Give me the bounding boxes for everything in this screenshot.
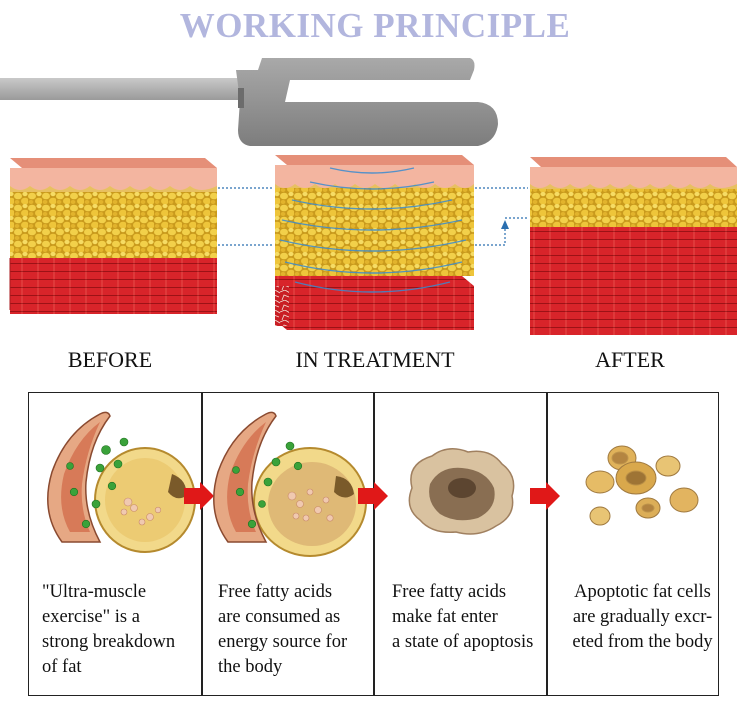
step3-illustration [408, 448, 515, 535]
arrow-right-icon [184, 482, 214, 510]
applicator-device [0, 58, 498, 146]
process-steps-illustration [47, 411, 699, 557]
step-caption-2: Free fatty acids are consumed as energy … [218, 582, 348, 677]
diagram-title: WORKING PRINCIPLE [179, 6, 571, 45]
step-caption-3: Free fatty acids make fat enter a state … [392, 582, 534, 652]
magnetic-waves [279, 167, 467, 293]
tissue-block-in-treatment [275, 155, 474, 330]
stage-label-before: BEFORE [67, 347, 153, 372]
tissue-block-after [530, 157, 737, 335]
arrow-right-icon [358, 482, 388, 510]
panel-divider [546, 392, 548, 696]
panel-divider [373, 392, 375, 696]
reduction-arrow-icon [501, 220, 509, 229]
panel-divider [201, 392, 203, 696]
arrow-right-icon [530, 482, 560, 510]
stage-label-after: AFTER [595, 347, 665, 372]
step4-illustration [585, 445, 699, 526]
step-caption-1: "Ultra-muscle exercise" is a strong brea… [42, 582, 176, 677]
step2-illustration [213, 411, 367, 557]
stage-label-in-treatment: IN TREATMENT [295, 347, 455, 372]
tissue-block-before [9, 158, 217, 314]
level-guide-lines [218, 187, 528, 246]
device-cable [0, 78, 240, 100]
device-handle [236, 58, 498, 146]
step1-illustration [47, 411, 196, 553]
step-caption-4: Apoptotic fat cells are gradually excr- … [572, 582, 713, 652]
treatment-stages-illustration [0, 58, 737, 335]
